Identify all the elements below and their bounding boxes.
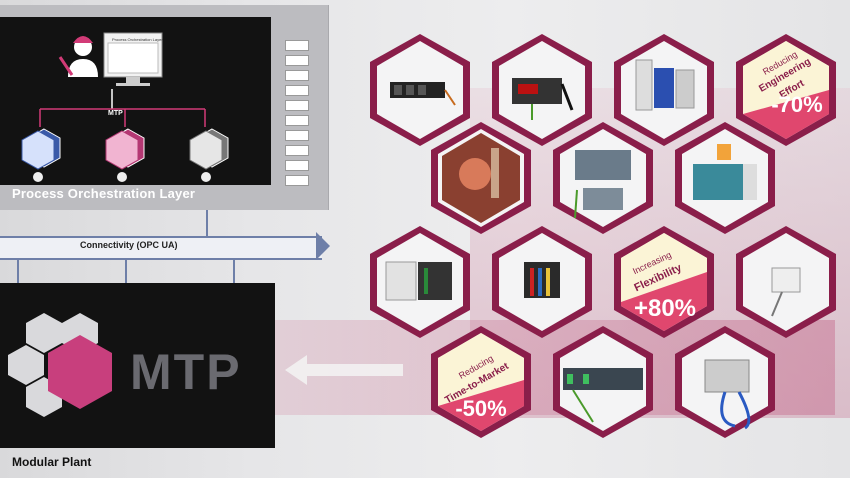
flexibility-value: +80% [633,295,697,322]
module-hexagon-icon [105,128,145,182]
modular-plant-panel [0,283,275,448]
device-hex-panel [675,122,775,234]
device-hex-distributed [675,326,775,438]
mtp-small-label: MTP [108,110,123,117]
device-hex-io-modules [614,34,714,146]
time-value: -50% [455,396,507,421]
module-hexagon-icon [189,128,229,182]
connectivity-bus [0,236,322,260]
hex-grid [370,34,836,438]
orchestration-panel: Process Orchestration Layer MTP [0,17,271,185]
bus-arrow-icon [316,232,330,260]
photo-hex-process [431,122,531,234]
monitor-icon [103,32,163,86]
mtp-logo-text: MTP [130,344,242,400]
device-hex-sensor [736,226,836,338]
arrow-left-icon [285,355,403,385]
bus-drops [17,210,235,283]
module-hexagon-icon [21,128,61,182]
device-hex-plc [553,122,653,234]
screen-caption: Process Orchestration Layer [112,37,163,42]
device-hex-rack [370,226,470,338]
operator-icon [58,36,98,77]
badge-hex-engineering [736,34,836,146]
device-hex-terminal [492,226,592,338]
mtp-logo-icon [8,313,112,417]
device-hex-switch [370,34,470,146]
orchestration-layer-title: Process Orchestration Layer [12,186,196,201]
modular-plant-title: Modular Plant [12,455,92,469]
device-hex-modular-io [553,326,653,438]
equipment-label-stack [285,40,309,190]
badge-hex-flexibility [614,226,714,338]
orchestration-diagram: Process Orchestration Layer MTP [21,32,229,182]
badge-hex-time [431,326,531,438]
device-hex-controller [492,34,592,146]
engineering-value: -70% [771,92,823,117]
connectivity-label: Connectivity (OPC UA) [80,240,178,250]
